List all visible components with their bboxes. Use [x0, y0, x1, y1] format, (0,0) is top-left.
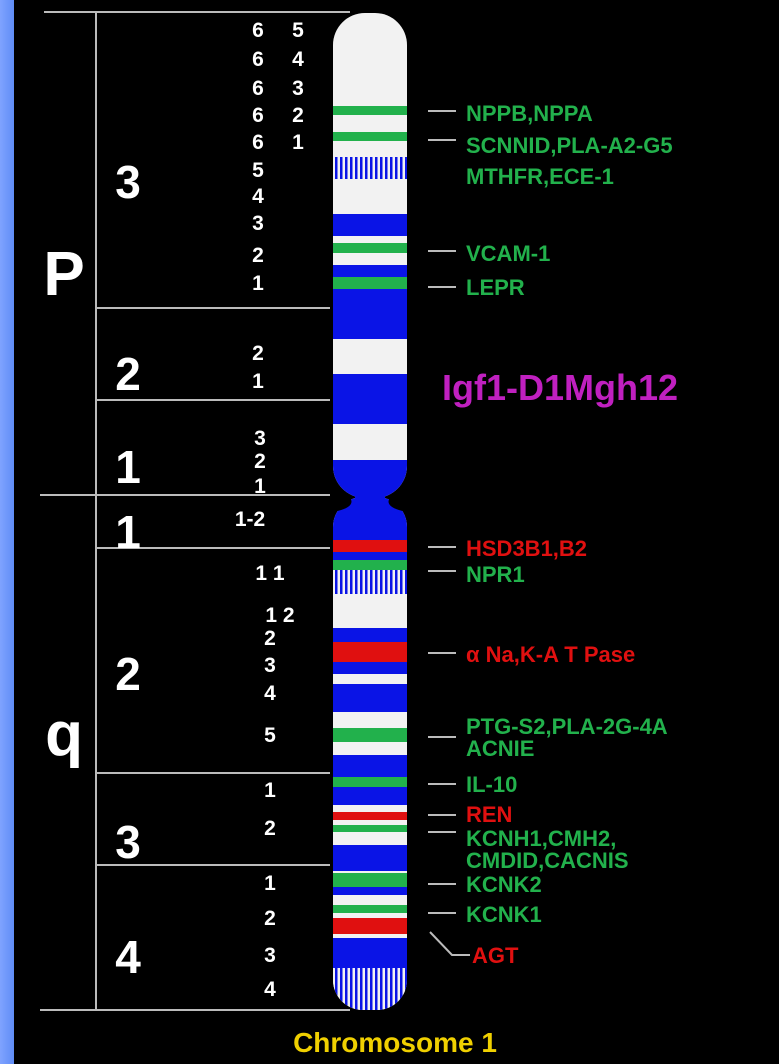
region-lines	[40, 11, 350, 1011]
subband-label: 2	[254, 450, 266, 473]
subband-label: 5	[252, 159, 264, 182]
region-labels: 3 2 1 1 2 3 4	[115, 156, 141, 983]
gene-label: MTHFR,ECE-1	[466, 164, 614, 189]
gene-label: CMDID,CACNIS	[466, 848, 629, 873]
gene-label: ACNIE	[466, 736, 534, 761]
subband-label: 3	[292, 77, 304, 100]
subband-label: 6	[252, 77, 264, 100]
subband-label: 6	[252, 131, 264, 154]
subband-label: 1 1	[255, 562, 285, 585]
gene-label: KCNH1,CMH2,	[466, 826, 616, 851]
gene-label: NPR1	[466, 562, 525, 587]
p-arm	[333, 13, 407, 498]
arm-labels: Pq	[43, 240, 84, 769]
subband-label: 5	[264, 724, 276, 747]
q-arm	[333, 497, 407, 1010]
region-label: 1	[115, 506, 141, 558]
gene-label: VCAM-1	[466, 241, 550, 266]
gene-labels: NPPB,NPPA SCNNID,PLA-A2-G5MTHFR,ECE-1VCAM…	[428, 101, 678, 968]
subband-label: 6	[252, 104, 264, 127]
subband-label: 3	[254, 427, 266, 450]
subband-label: 2	[252, 244, 264, 267]
subband-label: 4	[264, 978, 276, 1001]
subband-label: 4	[264, 682, 276, 705]
gene-label: NPPB,NPPA	[466, 101, 593, 126]
gene-label: α Na,K-A T Pase	[466, 642, 635, 667]
gene-label: SCNNID,PLA-A2-G5	[466, 133, 673, 158]
gene-label: KCNK2	[466, 872, 542, 897]
caption: Chromosome 1	[293, 1027, 497, 1058]
region-label: 2	[115, 348, 141, 400]
leader-line	[429, 931, 470, 956]
subband-label: 6	[252, 48, 264, 71]
region-label: 2	[115, 648, 141, 700]
gene-label: KCNK1	[466, 902, 542, 927]
subband-label: 2	[264, 907, 276, 930]
subband-label: 1	[264, 872, 276, 895]
subband-label: 1	[292, 131, 304, 154]
subband-label: 2	[264, 627, 276, 650]
gene-label: IL-10	[466, 772, 517, 797]
subband-label: 5	[292, 19, 304, 42]
subband-label: 1	[264, 779, 276, 802]
subband-label: 3	[264, 944, 276, 967]
arm-label: P	[43, 240, 84, 309]
gene-label: Igf1-D1Mgh12	[442, 367, 678, 408]
subband-label: 4	[252, 185, 264, 208]
region-label: 4	[115, 931, 141, 983]
subband-label: 1-2	[235, 508, 265, 531]
gene-label: REN	[466, 802, 512, 827]
arm-label: q	[45, 700, 83, 769]
subband-label: 1	[252, 370, 264, 393]
gene-label: LEPR	[466, 275, 525, 300]
gene-label: AGT	[472, 943, 519, 968]
subband-label: 2	[252, 342, 264, 365]
region-label: 3	[115, 156, 141, 208]
subband-label: 3	[264, 654, 276, 677]
subband-label: 6	[252, 19, 264, 42]
subband-label: 1	[252, 272, 264, 295]
subband-label: 4	[292, 48, 304, 71]
gene-label: PTG-S2,PLA-2G-4A	[466, 714, 668, 739]
subband-label: 2	[264, 817, 276, 840]
subband-label: 3	[252, 212, 264, 235]
subband-label: 1 2	[265, 604, 294, 627]
chromosome-body	[333, 13, 407, 1010]
subband-label: 1	[254, 475, 266, 498]
subband-label: 2	[292, 104, 304, 127]
region-label: 1	[115, 441, 141, 493]
region-label: 3	[115, 816, 141, 868]
gene-label: HSD3B1,B2	[466, 536, 587, 561]
